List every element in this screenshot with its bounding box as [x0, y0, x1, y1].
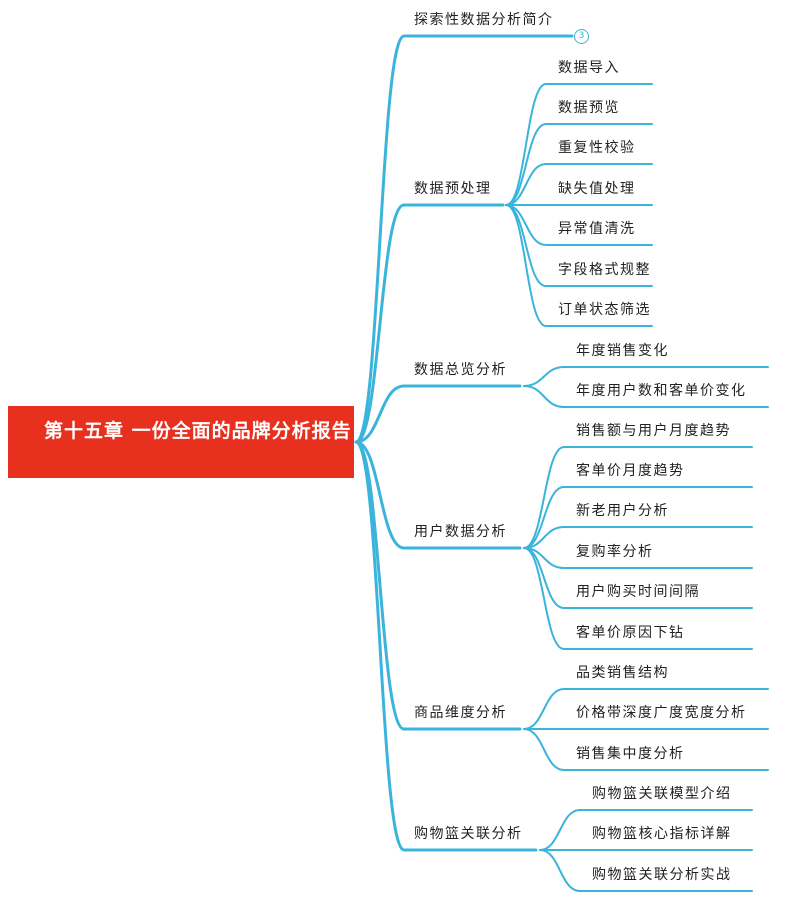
branch-preprocessing[interactable]: 数据预处理 [414, 181, 492, 197]
leaf-overview-2[interactable]: 年度用户数和客单价变化 [576, 383, 747, 399]
connector-root-to-branch-6 [354, 440, 538, 852]
leaf-preprocessing-3[interactable]: 重复性校验 [558, 140, 636, 156]
branch-exploratory-intro[interactable]: 探索性数据分析简介 [414, 12, 554, 28]
leaf-preprocessing-6[interactable]: 字段格式规整 [558, 262, 651, 278]
leaf-preprocessing-1[interactable]: 数据导入 [558, 60, 620, 76]
leaf-preprocessing-5[interactable]: 异常值清洗 [558, 221, 636, 237]
leaf-basket-1[interactable]: 购物篮关联模型介绍 [592, 786, 732, 802]
connector-branch-1-leaf-5 [505, 204, 653, 246]
collapsed-count-badge[interactable]: 3 [574, 29, 589, 44]
branch-user-analysis[interactable]: 用户数据分析 [414, 524, 507, 540]
root-topic[interactable]: 第十五章 一份全面的品牌分析报告 [8, 406, 354, 478]
connector-root-to-branch-4 [354, 440, 522, 550]
branch-overview[interactable]: 数据总览分析 [414, 362, 507, 378]
leaf-product-2[interactable]: 价格带深度广度宽度分析 [576, 705, 747, 721]
connector-branch-1-leaf-1 [505, 83, 653, 206]
leaf-user-1[interactable]: 销售额与用户月度趋势 [576, 423, 731, 439]
leaf-product-1[interactable]: 品类销售结构 [576, 665, 669, 681]
connector-branch-4-leaf-3 [523, 728, 769, 771]
connector-branch-5-leaf-3 [539, 849, 753, 892]
leaf-user-6[interactable]: 客单价原因下钻 [576, 625, 685, 641]
connector-branch-3-leaf-3 [523, 526, 753, 549]
leaf-preprocessing-2[interactable]: 数据预览 [558, 100, 620, 116]
connector-branch-1-leaf-2 [505, 123, 653, 206]
leaf-basket-3[interactable]: 购物篮关联分析实战 [592, 867, 732, 883]
leaf-preprocessing-7[interactable]: 订单状态筛选 [558, 302, 651, 318]
connector-branch-3-leaf-6 [523, 547, 753, 650]
leaf-basket-2[interactable]: 购物篮核心指标详解 [592, 826, 732, 842]
leaf-user-4[interactable]: 复购率分析 [576, 544, 654, 560]
leaf-overview-1[interactable]: 年度销售变化 [576, 343, 669, 359]
connector-branch-3-leaf-2 [523, 486, 753, 549]
connector-root-to-branch-2 [354, 203, 505, 444]
leaf-product-3[interactable]: 销售集中度分析 [576, 746, 685, 762]
branch-basket-analysis[interactable]: 购物篮关联分析 [414, 826, 523, 842]
connector-branch-4-leaf-1 [523, 688, 769, 730]
connector-root-to-branch-5 [354, 440, 522, 731]
connector-root-to-branch-3 [354, 384, 522, 444]
connector-branch-5-leaf-1 [539, 809, 753, 851]
branch-product-analysis[interactable]: 商品维度分析 [414, 705, 507, 721]
leaf-preprocessing-4[interactable]: 缺失值处理 [558, 181, 636, 197]
leaf-user-5[interactable]: 用户购买时间间隔 [576, 584, 700, 600]
root-topic-label: 第十五章 一份全面的品牌分析报告 [44, 420, 352, 442]
leaf-user-2[interactable]: 客单价月度趋势 [576, 463, 685, 479]
leaf-user-3[interactable]: 新老用户分析 [576, 503, 669, 519]
connector-branch-3-leaf-1 [523, 446, 753, 549]
connector-branch-2-leaf-1 [523, 366, 769, 387]
connector-branch-1-leaf-7 [505, 204, 653, 327]
connector-branch-2-leaf-2 [523, 385, 769, 408]
connector-root-to-branch-1 [354, 34, 574, 444]
connector-branch-1-leaf-3 [505, 163, 653, 206]
